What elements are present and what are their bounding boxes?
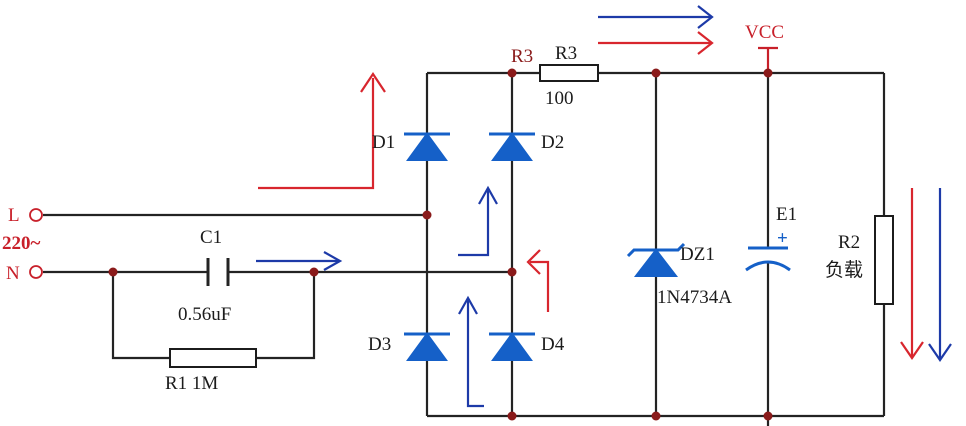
capacitor-c1 xyxy=(206,258,230,286)
wire-r1-left xyxy=(111,272,170,360)
junction xyxy=(763,411,773,421)
zener-dz1 xyxy=(626,242,686,277)
label-r3-value: 100 xyxy=(545,88,574,109)
label-neutral-terminal: N xyxy=(6,263,20,284)
label-c1-name: C1 xyxy=(200,227,222,248)
wires xyxy=(43,46,886,426)
diode-d3 xyxy=(404,332,450,361)
junction xyxy=(507,267,517,277)
resistor-r3 xyxy=(539,64,599,82)
arrow-blue-top-head xyxy=(697,5,714,29)
label-r1: R1 1M xyxy=(165,373,218,394)
label-c1-value: 0.56uF xyxy=(178,304,231,325)
resistor-r1 xyxy=(169,348,257,368)
capacitor-e1 xyxy=(745,246,791,272)
junction xyxy=(651,68,661,78)
arrow-blue-up-d2-head xyxy=(478,185,498,205)
flow-arrows xyxy=(256,5,952,408)
arrow-blue-up-d3 xyxy=(466,300,484,408)
terminal-n xyxy=(29,265,43,279)
arrow-red-up-left-head xyxy=(360,72,386,93)
junction xyxy=(309,267,319,277)
wire-r1-right xyxy=(256,272,316,360)
arrow-red-up-left xyxy=(258,78,375,190)
arrow-red-top-head xyxy=(697,31,714,55)
label-r2-name: R2 xyxy=(838,232,860,253)
label-zener-part: 1N4734A xyxy=(657,287,732,308)
arrow-red-left-d4 xyxy=(530,260,550,312)
label-r2-desc: 负载 xyxy=(825,259,863,281)
label-zener-name: DZ1 xyxy=(680,244,715,265)
label-vcc: VCC xyxy=(745,22,784,43)
label-d2: D2 xyxy=(541,132,564,153)
arrow-red-left-d4-head xyxy=(526,249,541,275)
junction xyxy=(651,411,661,421)
diode-d2 xyxy=(489,132,535,161)
label-e1: E1 xyxy=(776,204,797,225)
arrow-red-down-right-head xyxy=(900,341,924,360)
arrow-blue-right-head xyxy=(323,251,343,271)
label-e1-plus: + xyxy=(777,228,788,249)
junction xyxy=(108,267,118,277)
label-d3: D3 xyxy=(368,334,391,355)
label-d1: D1 xyxy=(372,132,395,153)
label-mains-voltage: 220~ xyxy=(2,233,41,254)
junction xyxy=(507,68,517,78)
label-d4: D4 xyxy=(541,334,565,355)
junction xyxy=(507,411,517,421)
label-r3-name: R3 xyxy=(555,43,577,64)
label-r3-ref: R3 xyxy=(511,46,533,67)
terminal-l xyxy=(29,208,43,222)
junctions xyxy=(108,68,773,421)
junction xyxy=(763,68,773,78)
arrow-blue-up-d2 xyxy=(458,190,490,257)
arrow-blue-down-right-head xyxy=(928,343,952,362)
arrow-blue-up-d3-head xyxy=(458,295,478,315)
label-line-terminal: L xyxy=(8,205,20,226)
diode-d4 xyxy=(489,332,535,361)
junction xyxy=(422,210,432,220)
resistor-r2-load xyxy=(874,215,894,305)
diode-d1 xyxy=(404,132,450,161)
